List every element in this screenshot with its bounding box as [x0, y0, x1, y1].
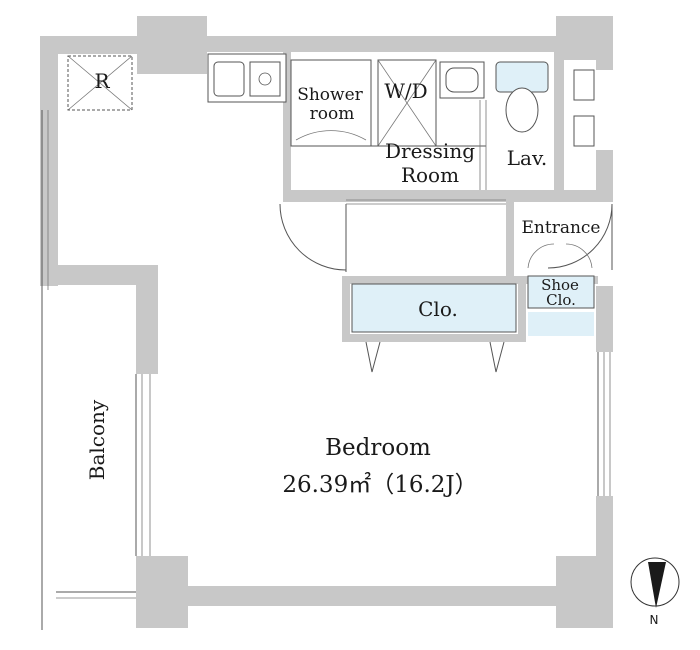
- toilet: [495, 61, 549, 133]
- kitchen-counter: [207, 53, 287, 103]
- shower-label-1: Shower: [297, 85, 363, 105]
- right-window-top: [573, 69, 595, 147]
- right-window-bedroom: [597, 352, 611, 496]
- shoe-closet: [527, 275, 595, 336]
- washer-pan: [377, 59, 437, 147]
- balcony-label: Balcony: [85, 399, 109, 480]
- r-label: R: [94, 69, 110, 93]
- dressing-label-2: Room: [401, 163, 459, 187]
- shoe-label-2: Clo.: [546, 291, 576, 309]
- north-arrow-icon: [648, 562, 666, 608]
- shower-room: [290, 59, 372, 147]
- dressing-room-lines: [291, 100, 487, 190]
- bedroom-label: Bedroom: [325, 435, 431, 461]
- north-compass: N: [630, 557, 680, 627]
- balcony-area: [41, 110, 151, 630]
- door-swings: [279, 199, 613, 272]
- closet: [351, 283, 517, 373]
- clo-label: Clo.: [418, 297, 458, 321]
- shower-label-2: room: [310, 104, 355, 124]
- bedroom-area: 26.39㎡（16.2J）: [282, 472, 477, 498]
- wd-label: W/D: [384, 79, 427, 103]
- dressing-label-1: Dressing: [385, 139, 475, 163]
- shoe-label-1: Shoe: [541, 276, 579, 294]
- r-unit: [67, 55, 133, 111]
- north-label: N: [650, 613, 659, 627]
- walls: [40, 16, 613, 628]
- wash-basin: [439, 61, 485, 99]
- lav-label: Lav.: [507, 146, 548, 170]
- entrance-label: Entrance: [522, 218, 601, 238]
